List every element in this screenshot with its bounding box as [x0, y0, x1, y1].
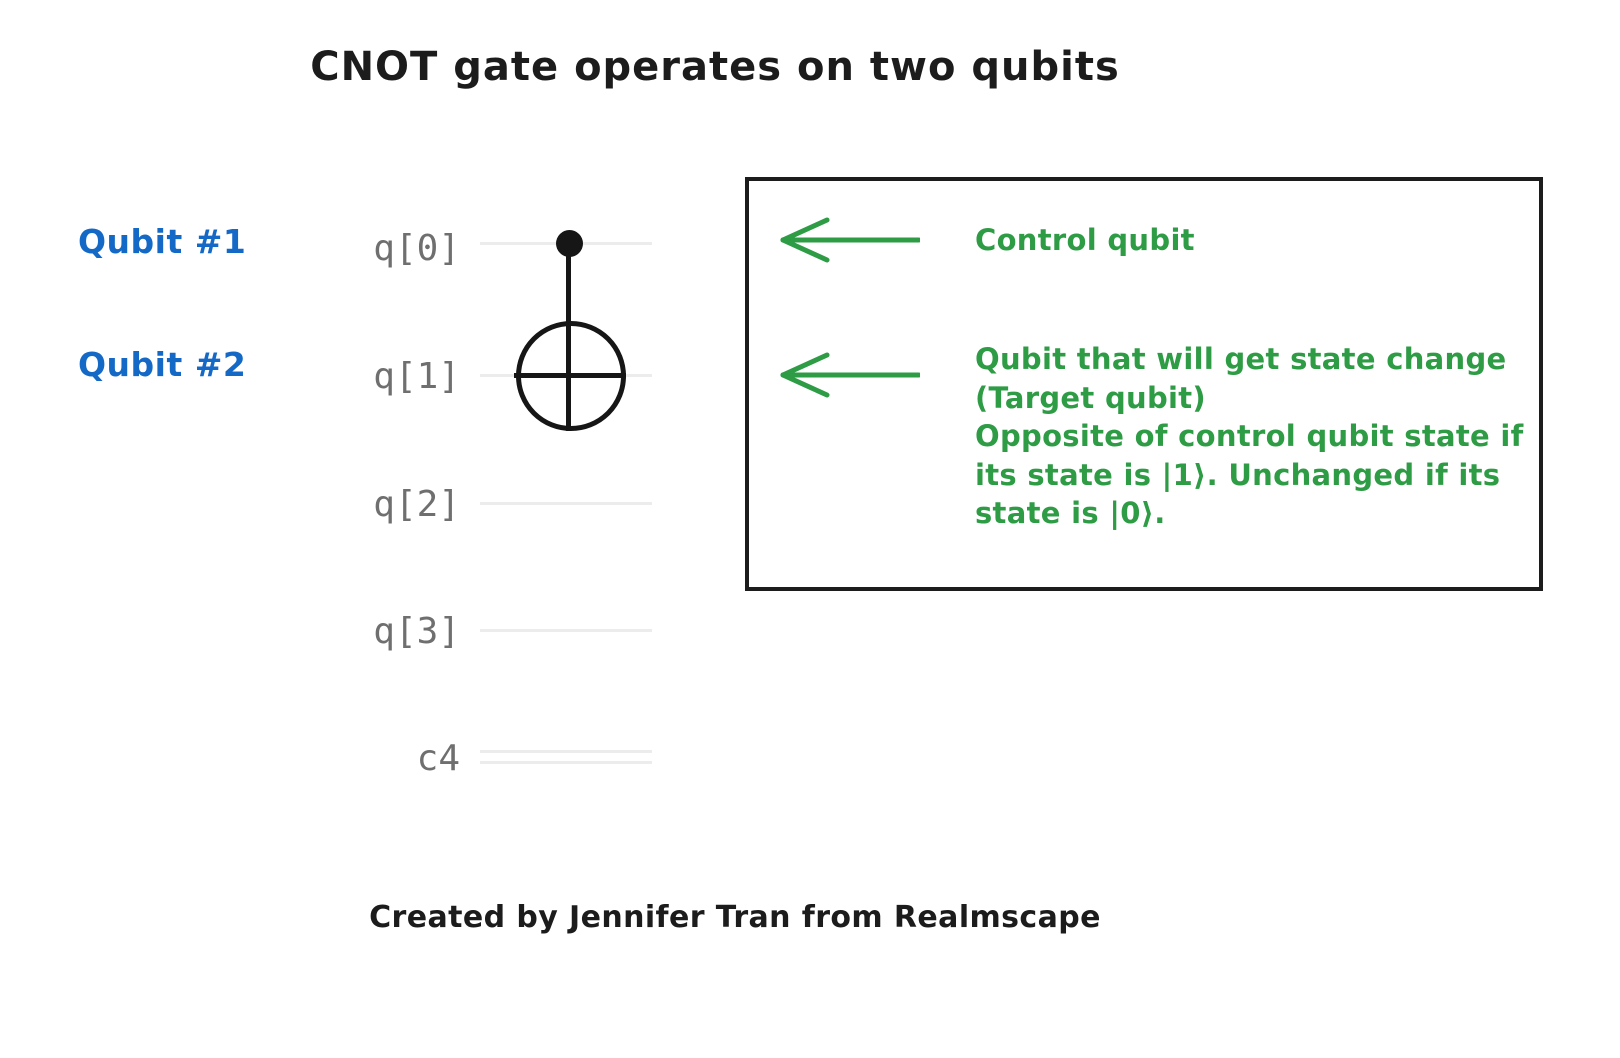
wire-q3: [480, 629, 652, 632]
wire-c4-upper: [480, 750, 652, 753]
footer-credit: Created by Jennifer Tran from Realmscape: [369, 900, 1101, 935]
annotation-target-qubit-text: Qubit that will get state change (Target…: [975, 340, 1535, 533]
left-arrow-icon-target: [780, 352, 920, 398]
register-label-c4: c4: [416, 738, 460, 779]
left-arrow-icon-control: [780, 217, 920, 263]
annotation-target-line-1: Qubit that will get state change: [975, 342, 1507, 376]
wire-q2: [480, 502, 652, 505]
page-title: CNOT gate operates on two qubits: [310, 44, 1120, 90]
register-label-q2: q[2]: [373, 484, 460, 525]
register-label-q1: q[1]: [373, 356, 460, 397]
annotation-target-line-5: state is |0⟩.: [975, 496, 1166, 531]
annotation-target-line-2: (Target qubit): [975, 380, 1206, 415]
qubit-side-label-2: Qubit #2: [78, 345, 247, 384]
annotation-control-qubit-text: Control qubit: [975, 223, 1195, 257]
annotation-target-line-3: Opposite of control qubit state if: [975, 419, 1524, 454]
qubit-side-label-1: Qubit #1: [78, 222, 247, 261]
cnot-target-horizontal-stroke: [514, 373, 626, 378]
wire-c4-lower: [480, 761, 652, 764]
register-label-q0: q[0]: [373, 228, 460, 269]
register-label-q3: q[3]: [373, 611, 460, 652]
annotation-target-line-4: its state is |1⟩. Unchanged if its: [975, 457, 1501, 492]
annotation-box: [745, 177, 1543, 591]
cnot-connector-line: [566, 243, 571, 375]
